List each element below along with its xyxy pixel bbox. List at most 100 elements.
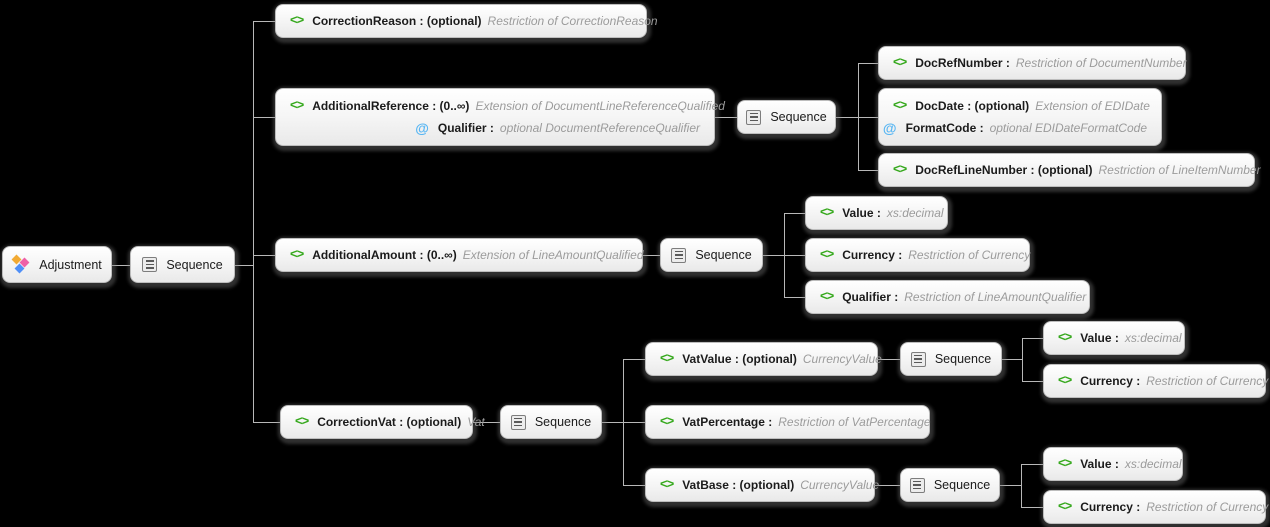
element-icon: <> [1058,372,1072,387]
node-type: optional DocumentReferenceQualifier [499,121,700,135]
node-type: xs:decimal [1124,331,1182,345]
element-icon: <> [1058,498,1072,513]
element-row: <> CorrectionVat : (optional) Vat [295,411,485,433]
element-icon: <> [820,204,834,219]
connector-line [121,265,130,266]
element-row: <>DocRefNumber :Restriction of DocumentN… [893,52,1187,74]
connector-line [784,297,805,298]
connector-line [486,422,500,423]
sequence-icon [746,109,762,125]
node-type: CurrencyValue [800,478,880,492]
connector-line [1021,464,1043,465]
schema-node-amt-value[interactable]: <>Value :xs:decimal [805,196,948,230]
connector-line [888,485,900,486]
attribute-icon: @ [882,120,897,136]
node-label: Sequence [534,415,592,429]
element-icon: <> [295,413,309,428]
sequence-node-seq-root[interactable]: Sequence [130,246,235,283]
adjustment-diamonds-icon [11,254,30,274]
node-type: CurrencyValue [802,352,882,366]
element-row: <>Qualifier :Restriction of LineAmountQu… [820,286,1086,308]
node-label: Sequence [166,257,223,272]
schema-node-vatbase-currency[interactable]: <>Currency :Restriction of Currency [1043,490,1268,524]
connector-line [253,117,275,118]
connector-line [889,359,900,360]
node-type: Restriction of LineItemNumber [1098,163,1261,177]
connector-line [763,255,784,256]
schema-node-doc-ref-line-number[interactable]: <>DocRefLineNumber : (optional)Restricti… [878,153,1261,187]
connector-line [623,485,645,486]
element-row: <>CorrectionReason : (optional)Restricti… [290,10,658,32]
node-label: Sequence [934,352,992,366]
element-icon: <> [290,12,304,27]
sequence-node-seq-vatvalue[interactable]: Sequence [900,342,1002,376]
sequence-icon [671,247,687,263]
element-row: <>Value :xs:decimal [820,202,944,224]
node-type: xs:decimal [1124,457,1182,471]
node-type: optional EDIDateFormatCode [989,121,1147,135]
element-icon: <> [660,413,674,428]
schema-node-vat-value[interactable]: <>VatValue : (optional)CurrencyValue [645,342,882,376]
attribute-icon: @ [415,120,429,136]
element-icon: <> [1058,329,1072,344]
connector-line [253,422,280,423]
connector-line [726,117,737,118]
node-name: VatValue : (optional) [682,352,797,366]
schema-node-doc-date[interactable]: <>DocDate : (optional)Extension of EDIDa… [878,88,1162,146]
connector-line [1022,338,1023,381]
root-node-adjustment[interactable]: Adjustment [2,246,112,283]
schema-node-vat-percentage[interactable]: <>VatPercentage :Restriction of VatPerce… [645,405,931,439]
element-row: <>Currency :Restriction of Currency [1058,496,1268,518]
schema-node-vatvalue-currency[interactable]: <>Currency :Restriction of Currency [1043,364,1268,398]
schema-node-amt-currency[interactable]: <>Currency :Restriction of Currency [805,238,1030,272]
element-icon: <> [893,161,907,176]
element-icon: <> [893,97,907,112]
connector-line [623,422,645,423]
connector-line [623,359,645,360]
connector-line [643,255,651,256]
schema-node-additional-amount[interactable]: <>AdditionalAmount : (0..∞)Extension of … [275,238,644,272]
connector-line [784,213,805,214]
schema-node-vatvalue-value[interactable]: <> Value : xs:decimal [1043,321,1185,355]
connector-line [235,265,253,266]
node-type: Restriction of CorrectionReason [487,14,658,28]
schema-node-amt-qualifier[interactable]: <>Qualifier :Restriction of LineAmountQu… [805,280,1090,314]
node-label: Sequence [695,248,752,262]
connector-line [1022,381,1043,382]
node-type: Vat [467,415,485,429]
sequence-node-seq-addamt[interactable]: Sequence [660,238,763,272]
node-name: VatBase : (optional) [682,478,795,492]
element-row: <>Currency :Restriction of Currency [1058,370,1268,392]
node-type: Restriction of DocumentNumber [1015,56,1187,70]
schema-node-doc-ref-number[interactable]: <>DocRefNumber :Restriction of DocumentN… [878,46,1187,80]
sequence-icon [142,257,158,272]
node-name: CorrectionVat : (optional) [317,415,462,429]
schema-node-correction-vat[interactable]: <> CorrectionVat : (optional) Vat [280,405,485,439]
connector-line [858,170,878,171]
connector-line [602,422,623,423]
node-type: Extension of EDIDate [1035,99,1150,113]
element-icon: <> [290,246,304,261]
element-icon: <> [820,288,834,303]
schema-node-correction-reason[interactable]: <>CorrectionReason : (optional)Restricti… [275,4,658,38]
schema-node-vat-base[interactable]: <>VatBase : (optional)CurrencyValue [645,468,879,502]
element-icon: <> [1058,455,1072,470]
sequence-node-seq-corrvat[interactable]: Sequence [500,405,602,439]
sequence-node-seq-addref[interactable]: Sequence [737,100,836,134]
node-name: Currency : [842,248,903,262]
node-name: Qualifier : [437,121,494,135]
attribute-row: @ Qualifier : optional DocumentReferenceQu… [290,117,700,139]
element-row: <> Value : xs:decimal [1058,327,1182,349]
connector-line [253,255,275,256]
sequence-icon [909,477,925,493]
sequence-node-seq-vatbase[interactable]: Sequence [900,468,1000,502]
connector-line [878,359,889,360]
schema-node-additional-reference[interactable]: <>AdditionalReference : (0..∞)Extension … [275,88,725,146]
node-name: Value : [1080,331,1119,345]
element-row: <>VatBase : (optional)CurrencyValue [660,474,879,496]
connector-line [1002,359,1022,360]
element-icon: <> [893,54,907,69]
schema-node-vatbase-value[interactable]: <>Value :xs:decimal [1043,447,1183,481]
connector-line [651,255,660,256]
